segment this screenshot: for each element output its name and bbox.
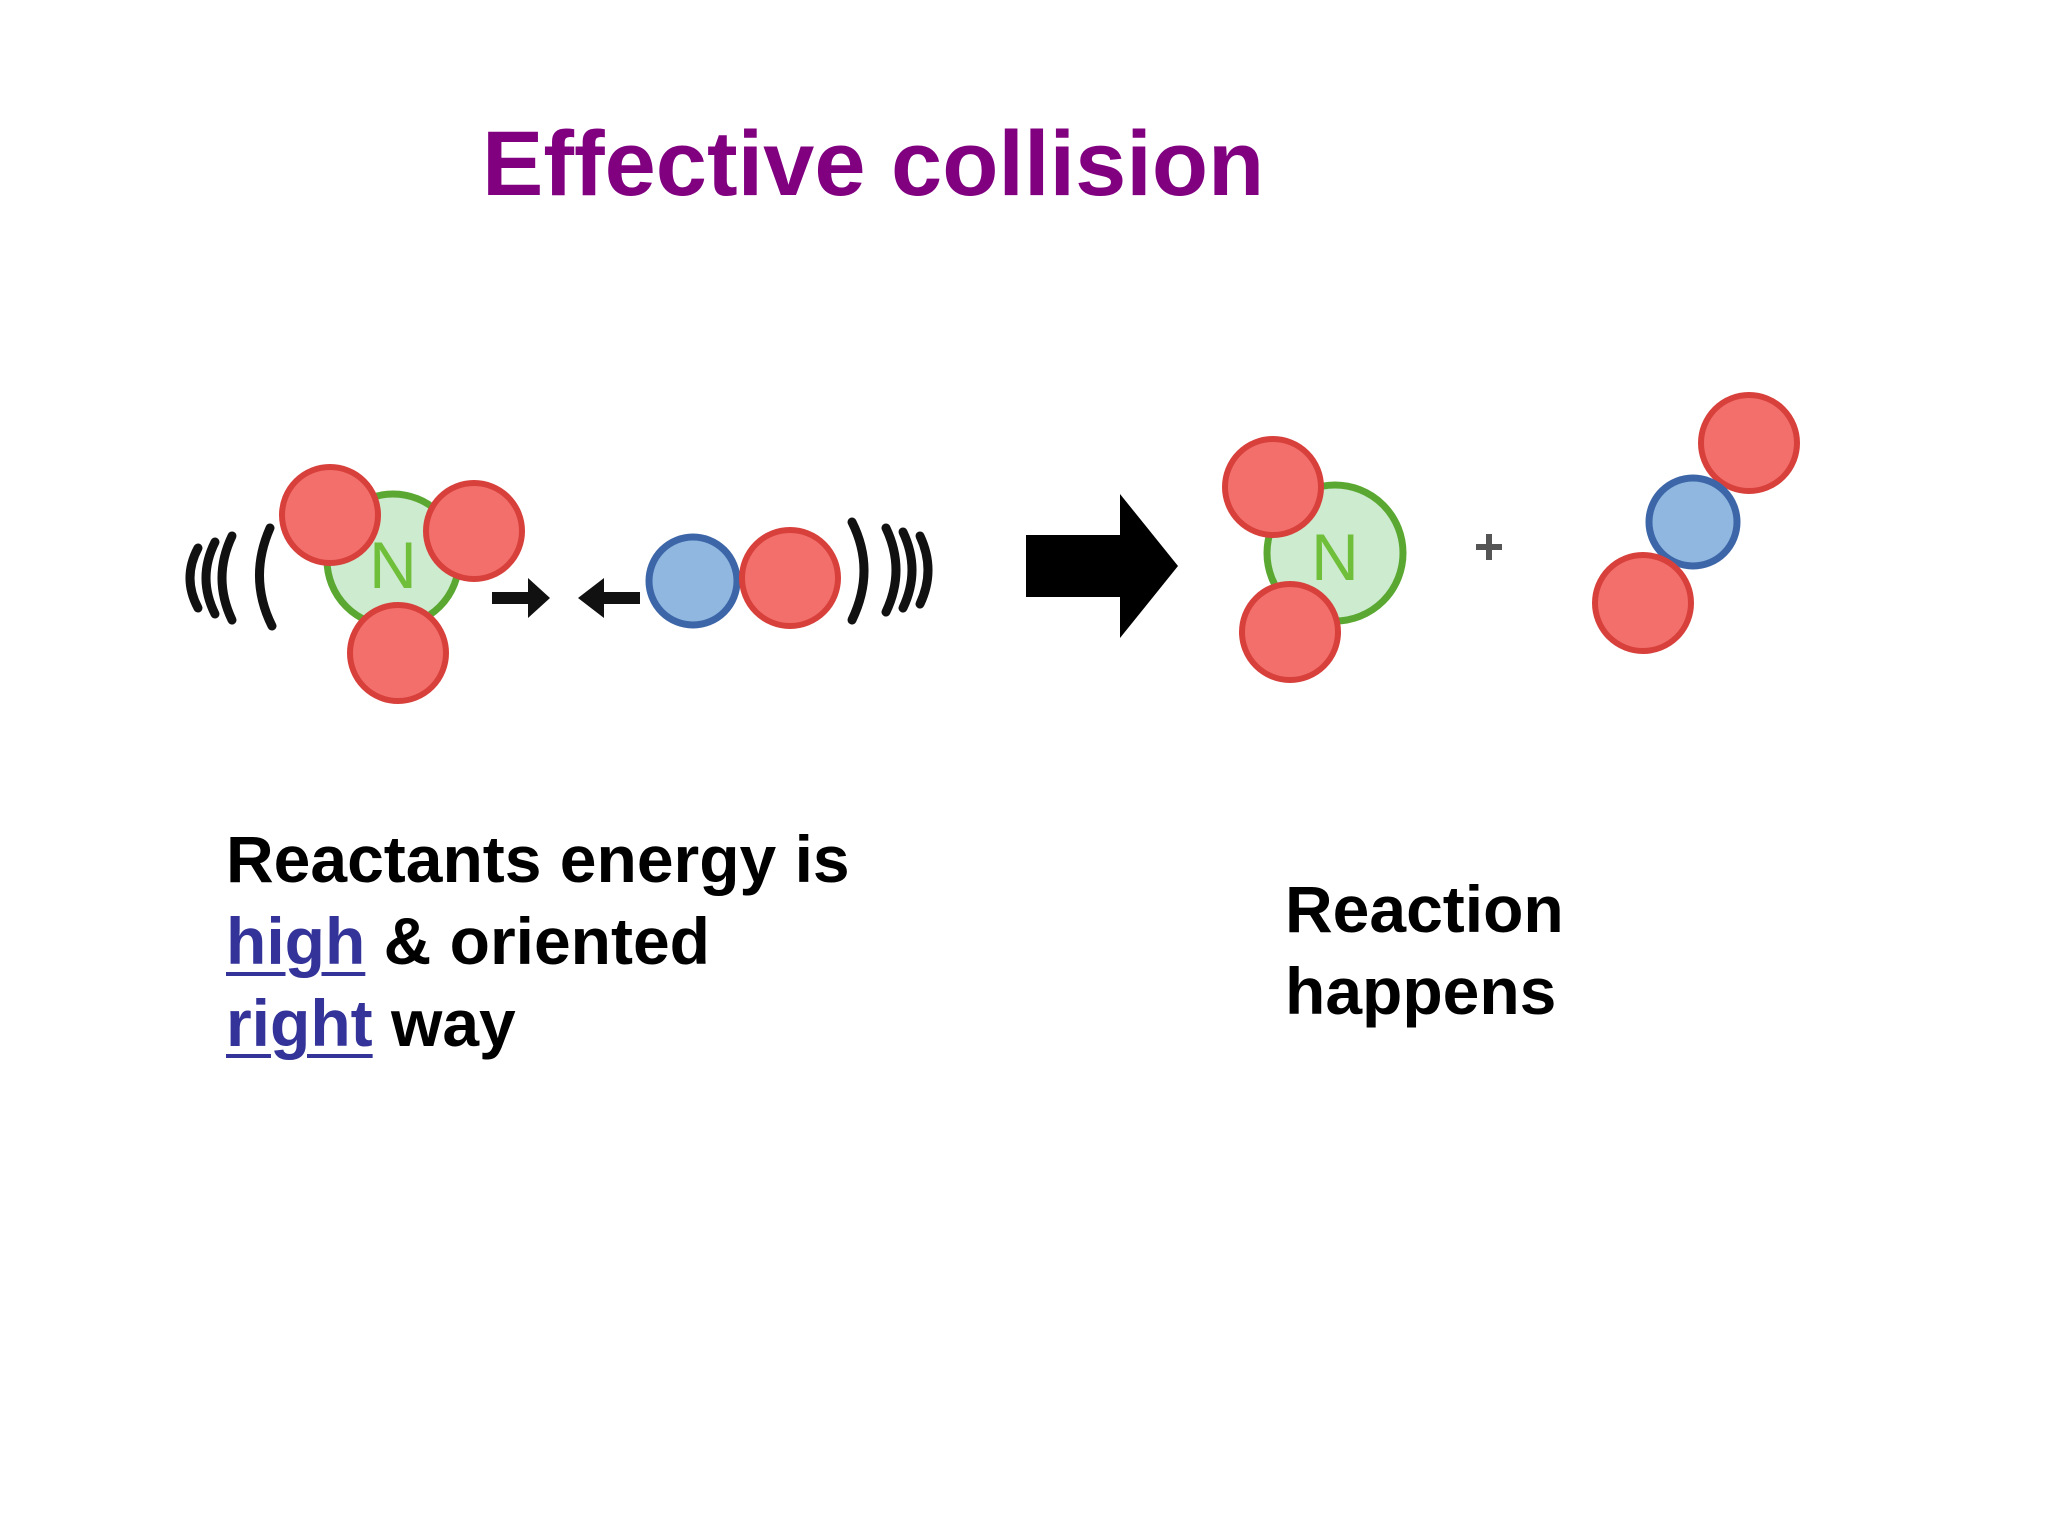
high-link[interactable]: high [226, 904, 366, 978]
caption-line: high & oriented [226, 900, 850, 982]
caption-line: Reaction [1285, 872, 1564, 946]
caption-line: happens [1285, 954, 1557, 1028]
caption-line: Reactants energy is [226, 822, 850, 896]
oxygen-atom [1239, 581, 1341, 683]
approach-arrows [492, 578, 640, 618]
right-link[interactable]: right [226, 986, 373, 1060]
carbon-dioxide-molecule [1592, 392, 1800, 654]
reactants-caption: Reactants energy is high & oriented righ… [226, 818, 850, 1064]
oxygen-atom [1222, 436, 1324, 538]
caption-line: right way [226, 982, 850, 1064]
nitrogen-symbol: N [369, 528, 417, 602]
carbon-monoxide-molecule [645, 527, 841, 629]
slide-title: Effective collision [482, 113, 1265, 215]
caption-text: & oriented [365, 904, 710, 978]
carbon-atom [645, 533, 741, 629]
approach-left-arrow-icon [578, 578, 640, 618]
motion-lines-right-icon [847, 517, 933, 625]
nitrate-molecule: N [279, 464, 525, 704]
oxygen-atom [739, 527, 841, 629]
oxygen-atom [1592, 552, 1694, 654]
carbon-atom [1645, 474, 1741, 570]
plus-icon [1476, 534, 1502, 560]
right-arrow-icon [1026, 494, 1178, 638]
caption-text: way [372, 986, 516, 1060]
motion-lines-left-icon [185, 523, 277, 631]
oxygen-atom [1698, 392, 1800, 494]
oxygen-atom [279, 464, 381, 566]
oxygen-atom [347, 602, 449, 704]
nitrogen-dioxide-molecule: N [1222, 436, 1407, 683]
nitrogen-symbol: N [1311, 520, 1359, 594]
approach-right-arrow-icon [492, 578, 550, 618]
oxygen-atom [423, 480, 525, 582]
reaction-caption: Reaction happens [1285, 868, 1564, 1032]
